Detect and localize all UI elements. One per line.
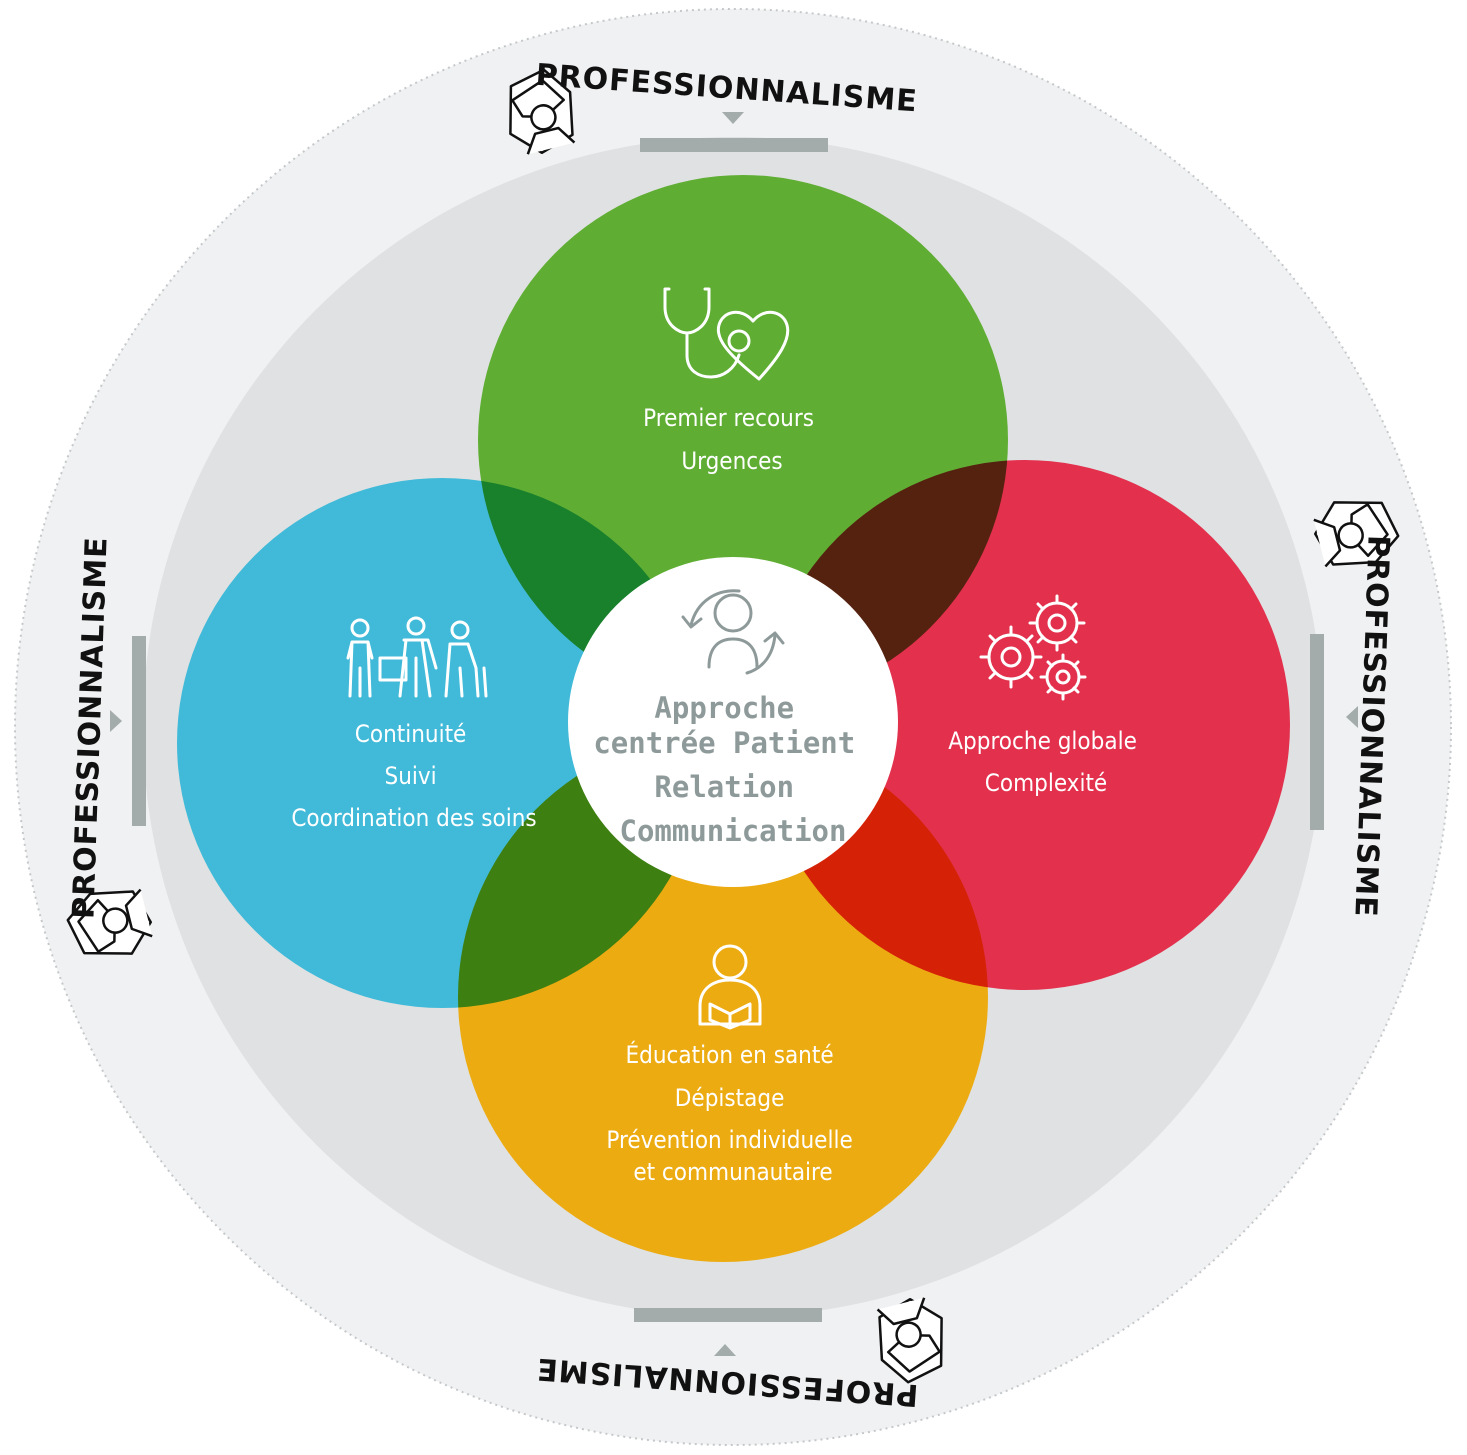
svg-text:Premier recours Urgences: Premier recours Urgences xyxy=(643,404,821,475)
svg-text:Approche centrée Patient: Approche centrée Patient Relation Commun… xyxy=(593,691,872,848)
domain-right-line2: Complexité xyxy=(985,769,1107,797)
domain-top-line2: Urgences xyxy=(681,447,782,475)
domain-circle-bottom xyxy=(458,732,988,1262)
person-reading-icon xyxy=(698,944,762,1030)
pointer-bottom xyxy=(714,1344,736,1356)
center-line2: centrée Patient xyxy=(593,726,855,760)
domain-bottom-line2: Dépistage xyxy=(675,1084,785,1112)
center-line3: Relation xyxy=(654,770,794,804)
gauge-bar-bottom xyxy=(634,1308,822,1322)
outer-dotted-border xyxy=(14,8,1452,1446)
center-line1: Approche xyxy=(654,691,794,725)
domain-bottom-line3: Prévention individuelle xyxy=(606,1126,852,1154)
domain-bottom-line4: et communautaire xyxy=(633,1158,832,1186)
domain-top-line1: Premier recours xyxy=(643,404,814,432)
center-line4: Communication xyxy=(620,814,847,848)
pointer-right xyxy=(1346,706,1358,728)
svg-text:Approche globale Complexit: Approche globale Complexité xyxy=(948,727,1143,797)
svg-text:Continuité Suivi Coord: Continuité Suivi Coordination des soins xyxy=(291,720,536,832)
gauge-bar-top xyxy=(640,138,828,152)
stethoscope-heart-icon xyxy=(663,287,790,381)
pointer-top xyxy=(722,112,744,124)
domain-bottom-line1: Éducation en santé xyxy=(626,1040,834,1069)
gauge-bar-left xyxy=(132,636,146,826)
gears-icon xyxy=(979,594,1087,701)
domain-right-line1: Approche globale xyxy=(948,727,1137,755)
domain-left-line1: Continuité xyxy=(355,720,467,748)
pointer-left xyxy=(110,710,122,732)
svg-text:Éducation en santé Dépista: Éducation en santé Dépistage Prévention … xyxy=(606,1040,859,1186)
domain-left-line3: Coordination des soins xyxy=(291,804,536,832)
gauge-bar-right xyxy=(1310,634,1324,830)
people-walking-icon xyxy=(346,616,488,698)
center-circle xyxy=(568,557,898,887)
domain-left-line2: Suivi xyxy=(384,762,436,790)
patient-cycle-icon xyxy=(681,589,785,675)
